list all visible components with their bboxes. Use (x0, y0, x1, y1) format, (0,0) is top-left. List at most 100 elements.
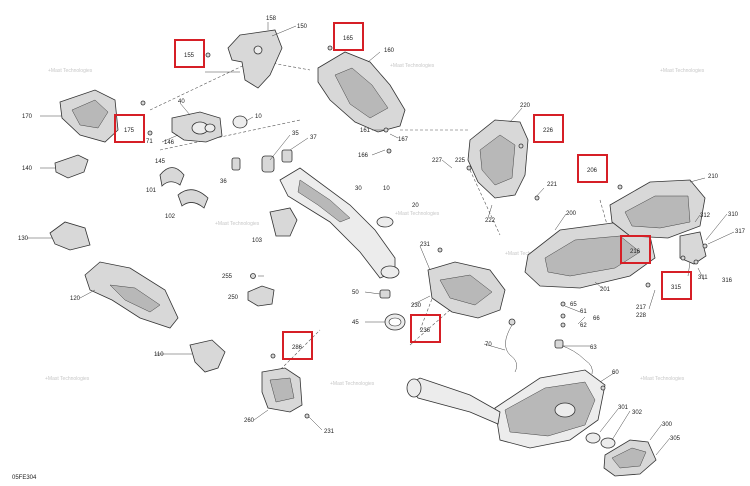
part-label: 61 (580, 309, 587, 315)
part-label: 201 (600, 287, 611, 293)
callout-box (577, 154, 608, 183)
part-label: 70 (485, 342, 492, 348)
callout-number: 175 (124, 128, 135, 134)
part-label: 66 (593, 316, 600, 322)
part-label: 145 (155, 159, 166, 165)
callout-number: 226 (543, 128, 554, 134)
part-label: 103 (252, 238, 263, 244)
part-label: 231 (420, 242, 431, 248)
part-label: 20 (412, 203, 419, 209)
part-label: 158 (266, 16, 277, 22)
part-label: 217 (636, 305, 647, 311)
part-label: 60 (612, 370, 619, 376)
spring-37 (281, 149, 293, 163)
part-140 (54, 154, 89, 179)
watermark: +Mast Technologies (640, 376, 685, 382)
callout-box (533, 114, 564, 143)
callout-box (333, 22, 364, 51)
gasket-301 (585, 432, 601, 444)
part-label: 101 (146, 188, 157, 194)
watermark: +Mast Technologies (330, 381, 375, 387)
callout-number: 206 (587, 168, 598, 174)
callout-box (620, 235, 651, 264)
gasket-302 (600, 437, 616, 449)
part-50 (379, 289, 391, 299)
callout-box (174, 39, 205, 68)
part-label: 311 (698, 275, 708, 281)
flange-20 (376, 216, 394, 228)
part-label: 228 (636, 313, 647, 319)
callout-box (410, 314, 441, 343)
clamp-102 (177, 189, 209, 209)
part-label: 250 (228, 295, 239, 301)
part-label: 10 (383, 186, 390, 192)
callout-box (114, 114, 145, 143)
part-label: 300 (662, 422, 673, 428)
part-label: 130 (18, 236, 29, 242)
part-label: 317 (735, 229, 746, 235)
part-label: 221 (547, 182, 558, 188)
part-label: 302 (632, 410, 643, 416)
part-label: 230 (411, 303, 422, 309)
part-label: 62 (580, 323, 587, 329)
part-label: 227 (432, 158, 443, 164)
part-label: 166 (358, 153, 369, 159)
watermark-group: +Mast Technologies +Mast Technologies +M… (45, 63, 705, 387)
part-250 (247, 285, 275, 307)
watermark: +Mast Technologies (505, 251, 550, 257)
callout-number: 236 (420, 328, 431, 334)
part-label: 200 (566, 211, 577, 217)
callout-number: 165 (343, 36, 354, 42)
part-labels: 158 150 160 161 167 166 40 10 35 37 145 … (18, 16, 746, 442)
part-label: 225 (455, 158, 466, 164)
part-label: 120 (70, 296, 81, 302)
part-130 (49, 221, 91, 251)
part-label: 40 (178, 99, 185, 105)
callout-number: 216 (630, 249, 641, 255)
part-label: 36 (220, 179, 227, 185)
bracket-310 (679, 231, 707, 265)
part-label: 102 (165, 214, 176, 220)
part-label: 146 (164, 140, 175, 146)
part-label: 160 (384, 48, 395, 54)
part-label: 255 (222, 274, 233, 280)
part-label: 37 (310, 135, 317, 141)
callout-box (282, 331, 313, 360)
part-label: 170 (22, 114, 33, 120)
bolt-36 (231, 157, 241, 171)
callout-number: 315 (671, 285, 682, 291)
part-label: 222 (485, 218, 496, 224)
part-label: 10 (255, 114, 262, 120)
part-label: 310 (728, 212, 739, 218)
leader-lines (27, 22, 735, 456)
spring-35 (261, 155, 275, 173)
bracket-150 (227, 29, 283, 89)
watermark: +Mast Technologies (395, 211, 440, 217)
part-label: 140 (22, 166, 33, 172)
part-label: 45 (352, 320, 359, 326)
callout-number: 155 (184, 53, 195, 59)
watermark: +Mast Technologies (45, 376, 90, 382)
part-label: 35 (292, 131, 299, 137)
part-label: 301 (618, 405, 629, 411)
callout-box (661, 271, 692, 300)
part-label: 161 (360, 128, 371, 134)
highlighted-callouts: 155 165 175 226 206 216 315 236 286 (114, 22, 692, 360)
watermark: +Mast Technologies (660, 68, 705, 74)
watermark: +Mast Technologies (215, 221, 260, 227)
part-label: 312 (700, 213, 711, 219)
part-label: 150 (297, 24, 308, 30)
watermark: +Mast Technologies (48, 68, 93, 74)
part-label: 167 (398, 137, 409, 143)
part-label: 220 (520, 103, 531, 109)
gasket-10 (232, 115, 248, 129)
part-label: 63 (590, 345, 597, 351)
part-label: 231 (324, 429, 335, 435)
part-label: 210 (708, 174, 719, 180)
part-label: 110 (154, 352, 164, 358)
sensor-63 (554, 339, 564, 349)
callout-number: 286 (292, 345, 303, 351)
part-label: 30 (355, 186, 362, 192)
bracket-110 (189, 339, 226, 373)
part-label: 71 (146, 139, 153, 145)
